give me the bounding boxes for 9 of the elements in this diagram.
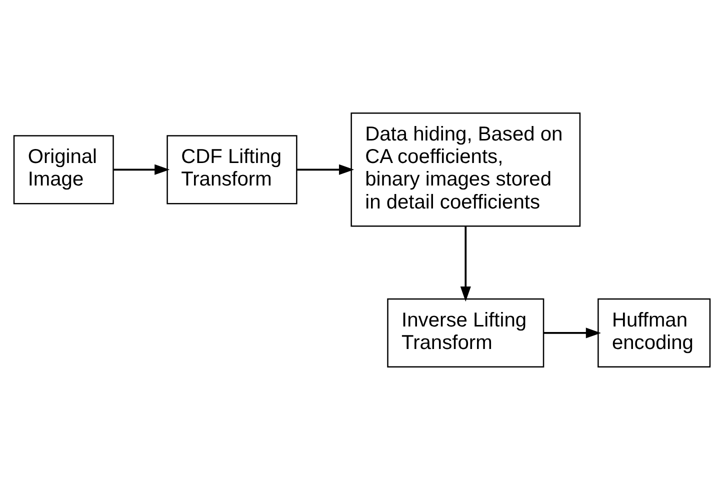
- arrow: [113, 164, 170, 174]
- arrow: [296, 164, 354, 174]
- node-box: CDF Lifting Transform: [166, 134, 297, 204]
- node-box: Original Image: [12, 134, 114, 204]
- node-box: Huffman encoding: [597, 298, 710, 367]
- arrow: [543, 327, 600, 338]
- node-box: Inverse Lifting Transform: [386, 298, 544, 367]
- node-box: Data hiding, Based on CA coefficients, binary images stored in detail coefficients: [350, 112, 580, 226]
- arrow: [460, 226, 470, 302]
